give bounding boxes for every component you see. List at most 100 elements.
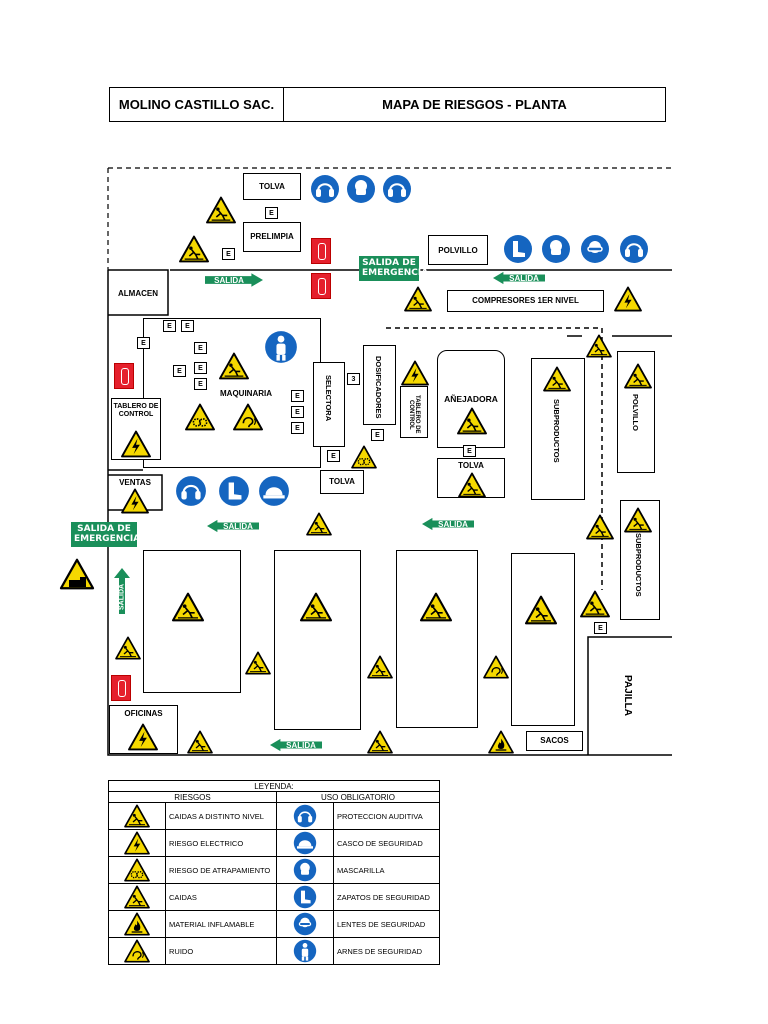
boots-icon [503,234,533,264]
ear-protection-icon [382,174,412,204]
equipment-marker: E [163,320,176,332]
noise-icon [232,403,264,431]
ear-protection-icon [619,234,649,264]
ventas-label: VENTAS [119,478,151,487]
emergency-exit-sign: SALIDA DE EMERGENCIA [359,256,428,281]
company-name: MOLINO CASTILLO SAC. [110,88,284,121]
exit-arrow-left: SALIDA [270,738,322,752]
equipment-marker: E [181,320,194,332]
map-title: MAPA DE RIESGOS - PLANTA [382,97,567,112]
fall-icon [578,590,612,618]
tolva-top-box: TOLVA [243,173,301,200]
equipment-marker-3: 3 [347,373,360,385]
pajilla-label: PAJILLA [622,675,633,716]
storage-block-4 [511,553,575,726]
prelimpia-box: PRELIMPIA [243,222,301,252]
equipment-marker: E [194,362,207,374]
exit-arrow-right: SALIDA [205,273,263,287]
legend-row: RUIDO ARNES DE SEGURIDAD [108,937,440,965]
exit-arrow-left: SALIDA [422,517,474,531]
electric-icon [126,723,160,751]
storage-block-2 [274,550,361,730]
polvillo-top-box: POLVILLO [428,235,488,265]
fire-extinguisher-icon [114,363,134,389]
harness-icon [293,939,317,963]
exit-arrow-left: SALIDA [493,271,545,285]
helmet-icon [258,475,290,507]
harness-icon [264,330,298,364]
fall-level-icon [523,595,559,625]
ear-protection-icon [310,174,340,204]
legend-row: MATERIAL INFLAMABLE LENTES DE SEGURIDAD [108,910,440,938]
electric-icon [119,488,151,514]
fall-level-icon [205,196,237,224]
noise-icon [480,655,512,679]
boots-icon [293,885,317,909]
equipment-marker: E [594,622,607,634]
fall-icon [364,730,396,754]
equipment-marker: E [291,406,304,418]
fall-level-icon [298,592,334,622]
compresores-box: COMPRESORES 1ER NIVEL [447,290,604,312]
storage-block-3 [396,550,478,728]
fall-icon [123,885,151,909]
exit-arrow-left: SALIDA [207,519,259,533]
mask-icon [346,174,376,204]
legend-col-riesgos: RIESGOS [108,791,277,803]
fall-level-icon [218,352,250,380]
fall-level-icon [622,507,654,533]
fall-icon [584,334,614,358]
electric-icon [613,286,643,312]
fall-icon [242,651,274,675]
fall-level-icon [622,363,654,389]
goggles-icon [293,912,317,936]
fall-level-icon [123,804,151,828]
selectora-box: SELECTORA [313,362,345,447]
fire-extinguisher-icon [111,675,131,701]
equipment-marker: E [173,365,186,377]
fall-icon [112,636,144,660]
equipment-marker: E [194,342,207,354]
equipment-marker: E [137,337,150,349]
fall-icon [304,512,334,536]
tablero-control-2-box: TABLERO DE CONTROL [400,386,428,438]
fall-level-icon [178,235,210,263]
fire-extinguisher-icon [311,238,331,264]
fall-level-icon [456,407,488,435]
fall-icon [364,655,396,679]
fall-level-icon [170,592,206,622]
ear-protection-icon [175,475,207,507]
entrapment-icon [123,858,151,882]
exit-arrow-up: SALIDA [114,568,130,614]
legend-row: RIESGO ELECTRICO CASCO DE SEGURIDAD [108,829,440,857]
mask-icon [293,858,317,882]
equipment-marker: E [291,390,304,402]
legend-col-uso: USO OBLIGATORIO [276,791,440,803]
storage-block-1 [143,550,241,693]
equipment-marker: E [265,207,278,219]
legend-row: CAIDAS A DISTINTO NIVEL PROTECCION AUDIT… [108,802,440,830]
mask-icon [541,234,571,264]
dosificadores-box: DOSIFICADORES [363,345,396,425]
fire-extinguisher-icon [311,273,331,299]
legend-title: LEYENDA: [108,780,440,792]
tolva-low-box: TOLVA [320,470,364,494]
fall-level-icon [418,592,454,622]
goggles-icon [580,234,610,264]
legend-row: RIESGO DE ATRAPAMIENTO MASCARILLA [108,856,440,884]
title-bar: MOLINO CASTILLO SAC. MAPA DE RIESGOS - P… [109,87,666,122]
helmet-icon [293,831,317,855]
equipment-marker: E [222,248,235,260]
emergency-exit-sign: SALIDA DE EMERGENCIA [71,522,140,547]
fall-icon [584,514,616,540]
flammable-icon [485,730,517,754]
entrapment-icon [184,403,216,431]
electric-icon [119,430,153,458]
equipment-marker: E [291,422,304,434]
electric-icon [123,831,151,855]
fall-level-icon [456,472,488,498]
electric-icon [400,360,430,386]
legend-row: CAIDAS ZAPATOS DE SEGURIDAD [108,883,440,911]
ear-protection-icon [293,804,317,828]
boots-icon [218,475,250,507]
